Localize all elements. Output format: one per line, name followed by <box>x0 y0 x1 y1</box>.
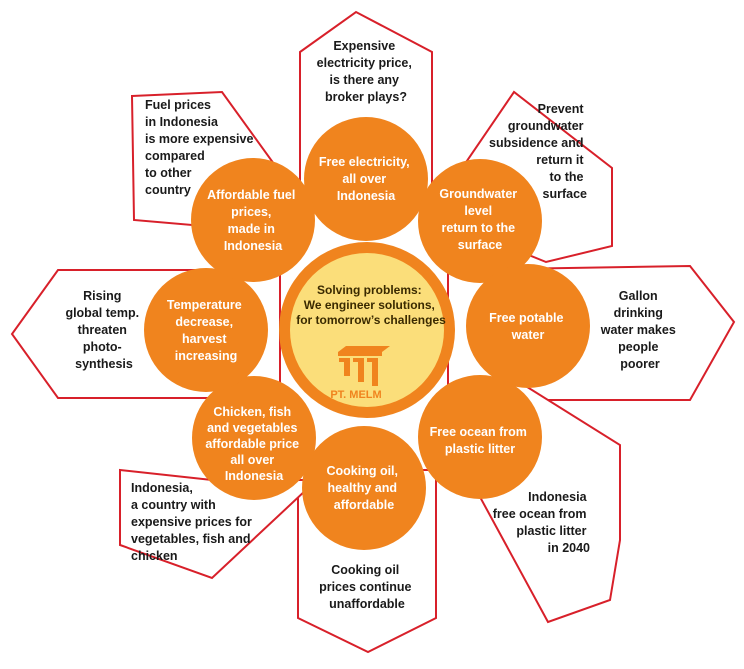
circle-electricity <box>304 117 428 241</box>
circle-texts: Free electricity, all over Indonesia Gro… <box>167 155 567 512</box>
melm-logo-icon <box>338 346 390 386</box>
center-disc <box>290 253 444 407</box>
petal-texts: Expensive electricity price, is there an… <box>65 39 680 611</box>
center-heading: Solving problems: We engineer solutions,… <box>296 283 446 327</box>
petal-text-top-left: Fuel prices in Indonesia is more expensi… <box>145 98 257 197</box>
circle-water <box>466 264 590 388</box>
circle-text-fuel: Affordable fuel prices, made in Indonesi… <box>207 188 299 253</box>
petal-text-top-right: Prevent groundwater subsidence and retur… <box>489 102 587 201</box>
circle-cooking-oil <box>302 426 426 550</box>
petal-text-bottom-left: Indonesia, a country with expensive pric… <box>131 481 255 563</box>
circle-text-electricity: Free electricity, all over Indonesia <box>319 155 413 203</box>
circle-text-temperature: Temperature decrease, harvest increasing <box>167 298 245 363</box>
circle-text-food: Chicken, fish and vegetables affordable … <box>205 405 302 483</box>
center-hub: Solving problems: We engineer solutions,… <box>279 242 455 418</box>
circle-food <box>192 376 316 500</box>
circle-ocean <box>418 375 542 499</box>
circle-text-water: Free potable water <box>489 311 567 342</box>
petal-text-bottom-right: Indonesia free ocean from plastic litter… <box>493 490 590 555</box>
petal-text-bottom: Cooking oil prices continue unaffordable <box>319 563 415 611</box>
circle-temperature <box>144 268 268 392</box>
petal-text-right: Gallon drinking water makes people poore… <box>600 289 680 371</box>
petal-text-top: Expensive electricity price, is there an… <box>317 39 416 104</box>
solution-circles <box>144 117 590 550</box>
circle-text-ocean: Free ocean from plastic litter <box>430 425 531 456</box>
circle-fuel <box>191 158 315 282</box>
petal-text-left: Rising global temp. threaten photo- synt… <box>65 289 142 371</box>
circle-groundwater <box>418 159 542 283</box>
circle-text-cooking-oil: Cooking oil, healthy and affordable <box>326 464 401 512</box>
circle-text-groundwater: Groundwater level return to the surface <box>439 187 520 252</box>
company-logo-label: PT. MELM <box>330 389 381 401</box>
